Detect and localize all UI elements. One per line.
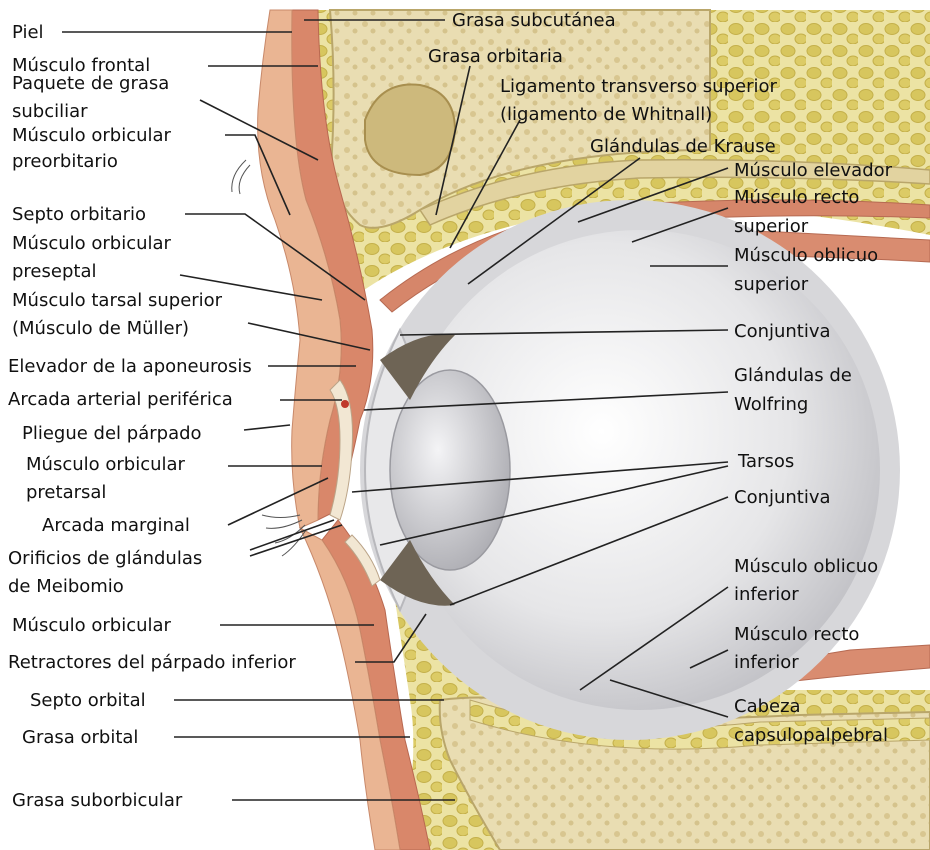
label-recto-superior: Músculo recto <box>734 187 859 208</box>
label-conjuntiva-1: Conjuntiva <box>734 321 831 342</box>
label-grasa-subcutanea: Grasa subcutánea <box>452 10 616 31</box>
label-oblicuo-inferior: Músculo oblicuo <box>734 556 878 577</box>
label-septo-orbitario: Septo orbitario <box>12 204 146 225</box>
label-wolfring-2: Wolfring <box>734 394 808 415</box>
label-orbicular-pretarsal-2: pretarsal <box>26 482 106 503</box>
label-orbicular-preseptal-2: preseptal <box>12 261 96 282</box>
label-recto-inferior-2: inferior <box>734 652 799 673</box>
label-elevador-aponeurosis: Elevador de la aponeurosis <box>8 356 252 377</box>
label-oblicuo-superior: Músculo oblicuo <box>734 245 878 266</box>
label-cabeza: Cabeza <box>734 696 801 717</box>
label-piel: Piel <box>12 22 44 43</box>
label-recto-superior-2: superior <box>734 216 809 237</box>
frontal-bone-cavity <box>365 84 455 175</box>
label-wolfring: Glándulas de <box>734 365 852 386</box>
label-orbicular-preorbitario: Músculo orbicular <box>12 125 172 146</box>
label-cabeza-2: capsulopalpebral <box>734 725 888 746</box>
label-retractores: Retractores del párpado inferior <box>8 652 296 673</box>
label-conjuntiva-2: Conjuntiva <box>734 487 831 508</box>
label-grasa-suborbicular: Grasa suborbicular <box>12 790 183 811</box>
label-musculo-elevador: Músculo elevador <box>734 160 893 181</box>
label-krause: Glándulas de Krause <box>590 136 776 157</box>
label-tarsal-superior: Músculo tarsal superior <box>12 290 223 311</box>
label-arcada-marginal: Arcada marginal <box>42 515 190 536</box>
labels-left: Piel Músculo frontal Paquete de grasa su… <box>8 22 296 811</box>
lens <box>390 370 510 570</box>
label-pliegue-parpado: Pliegue del párpado <box>22 423 202 444</box>
arcade-vessel <box>341 400 349 408</box>
label-orbicular-pretarsal: Músculo orbicular <box>26 454 186 475</box>
label-musculo-orbicular: Músculo orbicular <box>12 615 172 636</box>
label-tarsal-superior-2: (Músculo de Müller) <box>12 318 189 339</box>
label-orbicular-preseptal: Músculo orbicular <box>12 233 172 254</box>
label-ligamento-2: (ligamento de Whitnall) <box>500 104 712 125</box>
label-ligamento: Ligamento transverso superior <box>500 76 778 97</box>
label-oblicuo-inferior-2: inferior <box>734 584 799 605</box>
label-septo-orbital: Septo orbital <box>30 690 146 711</box>
label-orbicular-preorbitario-2: preorbitario <box>12 151 118 172</box>
label-oblicuo-superior-2: superior <box>734 274 809 295</box>
label-paquete-grasa: Paquete de grasa <box>12 73 169 94</box>
label-orificios-meibomio-2: de Meibomio <box>8 576 124 597</box>
label-tarsos: Tarsos <box>737 451 794 472</box>
label-orificios-meibomio: Orificios de glándulas <box>8 548 202 569</box>
label-paquete-grasa-2: subciliar <box>12 101 88 122</box>
label-recto-inferior: Músculo recto <box>734 624 859 645</box>
label-grasa-orbital: Grasa orbital <box>22 727 138 748</box>
label-grasa-orbitaria: Grasa orbitaria <box>428 46 563 67</box>
label-arcada-periferica: Arcada arterial periférica <box>8 389 233 410</box>
